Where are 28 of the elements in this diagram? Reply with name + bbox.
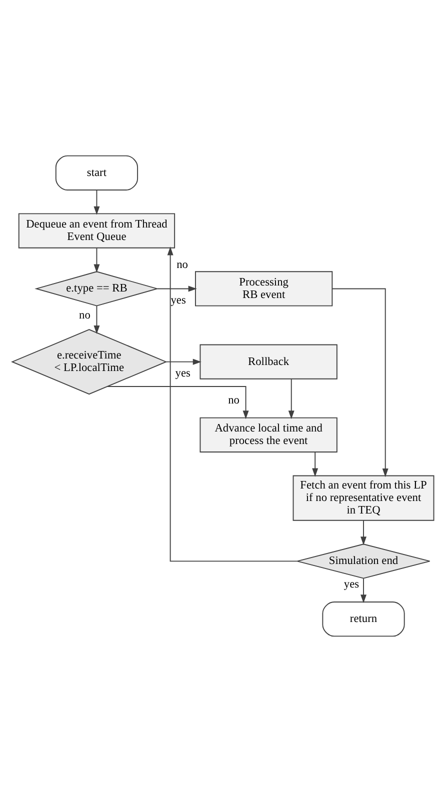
arrow [166,358,202,365]
edge-label: yes [175,368,190,380]
arrow [94,190,100,215]
edge-label: yes [344,578,360,591]
node-diamond: e.receiveTime < LP.localTime [11,329,168,395]
edge-label: no [228,394,240,407]
arrow [360,520,366,546]
arrow [288,378,294,420]
arrow [94,248,100,273]
node-diamond: e.type == RB [34,271,159,306]
arrow [167,246,298,562]
node-box: Dequeue an event from Thread Event Queue [18,213,176,248]
arrow [157,286,197,292]
node-box: Processing RB event [195,271,333,306]
node-diamond: Simulation end [296,544,430,579]
edge-label: no [79,309,90,322]
node-box: Advance local time and process the event [200,417,338,452]
node-box: Fetch an event from this LP if no representative event in TEQ [292,475,434,521]
node-box: return [322,602,405,637]
arrow [106,386,249,420]
arrow [94,306,100,334]
edge-label: no [176,259,188,272]
arrow [332,288,388,478]
edge-label: yes [170,294,186,307]
node-box: Rollback [200,344,338,380]
arrow [312,452,318,477]
arrow [360,578,366,604]
node-box: start [55,155,138,190]
